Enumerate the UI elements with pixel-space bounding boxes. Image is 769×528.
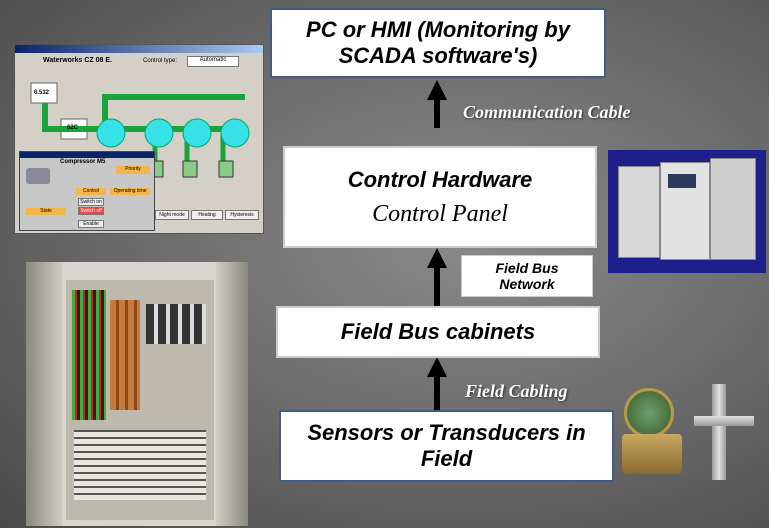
hysteresis-button[interactable]: Hysteresis bbox=[225, 210, 259, 220]
motor-icon bbox=[26, 168, 50, 184]
control-hardware-box: Control Hardware Control Panel bbox=[283, 146, 597, 248]
control-line-1: Control Hardware bbox=[347, 166, 533, 192]
copper-busbars bbox=[110, 300, 140, 410]
cabinet-door-right bbox=[216, 262, 248, 526]
plc-photo bbox=[608, 150, 766, 273]
field-bus-network-box: Field Bus Network bbox=[461, 255, 593, 297]
control-line-2: Control Panel bbox=[372, 200, 508, 227]
sensors-line-2: Field bbox=[420, 446, 473, 471]
hmi-line-1: PC or HMI (Monitoring by bbox=[306, 17, 570, 42]
plc-module-3 bbox=[710, 158, 756, 260]
scada-control: Control bbox=[76, 188, 106, 195]
valve-arm bbox=[694, 416, 754, 426]
pump-3 bbox=[218, 160, 234, 178]
sensors-box: Sensors or Transducers in Field bbox=[279, 410, 614, 482]
night-mode-button[interactable]: Night mode bbox=[155, 210, 189, 220]
cabinet-photo bbox=[26, 262, 248, 526]
hmi-line-2: SCADA software's) bbox=[338, 43, 538, 68]
sensors-line-1: Sensors or Transducers in bbox=[307, 420, 586, 445]
scada-subwindow: Compressor M5 Priority Control Operating… bbox=[19, 151, 155, 231]
hmi-box: PC or HMI (Monitoring by SCADA software'… bbox=[270, 8, 606, 78]
valve-manifold bbox=[712, 384, 726, 480]
scada-control-type-label: Control type: bbox=[143, 58, 178, 64]
scada-titlebar bbox=[15, 45, 263, 53]
wiring bbox=[72, 290, 106, 420]
scada-priority: Priority bbox=[116, 166, 150, 174]
pressure-transmitter bbox=[624, 388, 674, 438]
scada-sub-title: Compressor M5 bbox=[60, 159, 106, 165]
scada-title: Waterworks CZ 08 E. bbox=[43, 57, 112, 64]
breaker-row bbox=[146, 304, 206, 344]
heating-button[interactable]: Heating bbox=[191, 210, 223, 220]
arrow-to-hmi bbox=[427, 80, 447, 128]
tank-2 bbox=[144, 118, 174, 148]
plc-module-1 bbox=[618, 166, 660, 258]
field-bus-network-line-2: Network bbox=[499, 276, 555, 292]
scada-state: State bbox=[26, 208, 66, 215]
communication-cable-label: Communication Cable bbox=[463, 102, 631, 122]
switch-on-button[interactable]: Switch on bbox=[78, 198, 104, 206]
transmitter-body bbox=[622, 434, 682, 474]
switch-off-button[interactable]: Switch off bbox=[78, 207, 104, 215]
scada-screenshot: Waterworks CZ 08 E. Control type: Automa… bbox=[14, 44, 264, 234]
arrow-to-control bbox=[427, 248, 447, 308]
terminal-strip bbox=[74, 430, 206, 500]
tank-1 bbox=[96, 118, 126, 148]
tank-3 bbox=[182, 118, 212, 148]
cabinet-interior bbox=[66, 280, 214, 520]
plc-display bbox=[668, 174, 696, 188]
scada-control-type-value: Automatic bbox=[187, 56, 239, 67]
cabinet-door-left bbox=[26, 262, 62, 526]
field-bus-cabinets-text: Field Bus cabinets bbox=[340, 319, 536, 344]
scada-readout-2: 62C bbox=[67, 125, 79, 131]
scada-sub-titlebar bbox=[20, 152, 154, 158]
field-bus-network-line-1: Field Bus bbox=[495, 260, 559, 276]
scada-operating-time: Operating time bbox=[110, 188, 150, 195]
tank-4 bbox=[220, 118, 250, 148]
field-cabling-label: Field Cabling bbox=[465, 381, 568, 401]
sensor-photo bbox=[616, 380, 766, 490]
arrow-to-cabinets bbox=[427, 357, 447, 411]
field-bus-cabinets-box: Field Bus cabinets bbox=[276, 306, 600, 358]
enable-button[interactable]: Enable bbox=[78, 220, 104, 228]
scada-readout-1: 6.532 bbox=[34, 90, 50, 96]
pump-2 bbox=[182, 160, 198, 178]
